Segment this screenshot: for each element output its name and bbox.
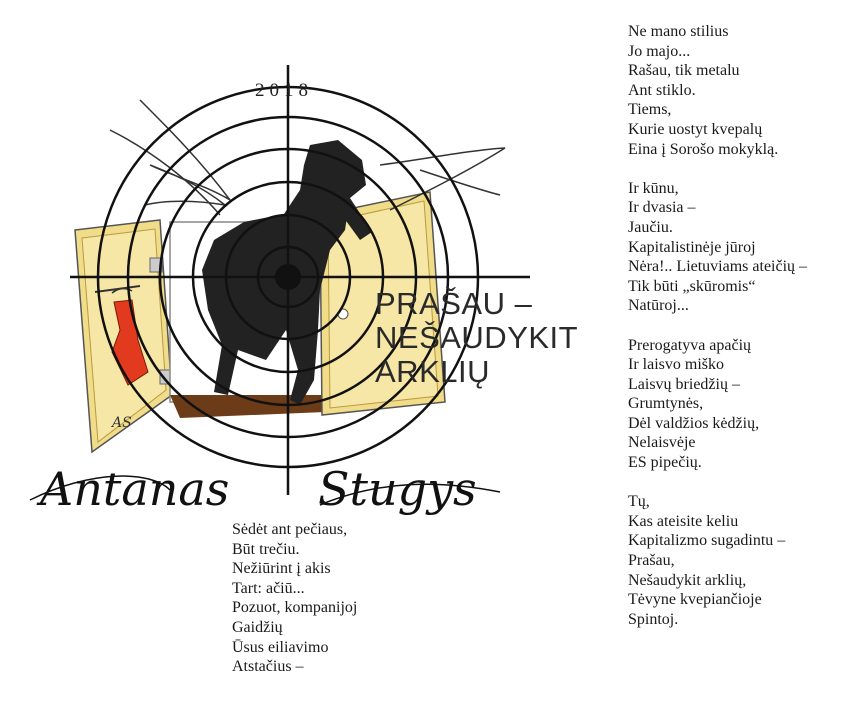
poem-line: Kapitalizmo sugadintu – bbox=[628, 532, 786, 550]
poem-line: ES pipečių. bbox=[628, 454, 702, 472]
poem-right: Ne mano stilius Jo majo... Rašau, tik me… bbox=[628, 22, 807, 629]
poem-line: Sėdėt ant pečiaus, bbox=[232, 521, 348, 538]
cover-title: PRAŠAU – NEŠAUDYKIT ARKLIŲ bbox=[375, 287, 578, 389]
poem-line: Pozuot, kompanijoj bbox=[232, 599, 358, 617]
wings bbox=[109, 99, 506, 216]
poem-line: Ir kūnu, bbox=[628, 179, 679, 197]
poem-line: Gaidžių bbox=[232, 618, 283, 636]
poem-line: Ne mano stilius bbox=[628, 23, 729, 40]
poem-line: Nelaisvėje bbox=[628, 434, 696, 452]
poem-line: Tik būti „skūromis“ bbox=[628, 277, 756, 295]
poem-line: Nėra!.. Lietuviams ateičių – bbox=[628, 258, 808, 276]
poem-line: Ir laisvo miško bbox=[628, 356, 724, 374]
poem-line: Tų, bbox=[628, 493, 650, 511]
poem-line: Nešaudykit arklių, bbox=[628, 571, 747, 589]
poem-line: Atstačius – bbox=[232, 658, 304, 676]
poem-stanza-2: Ir kūnu, Ir dvasia – Jaučiu. Kapitalisti… bbox=[628, 179, 807, 316]
poem-line: Eina į Sorošo mokyklą. bbox=[628, 140, 779, 158]
red-dress-icon bbox=[94, 285, 149, 386]
signature-swash bbox=[29, 475, 501, 506]
cover-year: 2018 bbox=[255, 80, 313, 101]
poem-line: Nežiūrint į akis bbox=[232, 560, 331, 578]
poem-line: Kas ateisite keliu bbox=[628, 512, 739, 530]
poem-line: Tiems, bbox=[628, 101, 672, 119]
poem-line: Prerogatyva apačių bbox=[628, 336, 752, 354]
poem-line: Ūsus eiliavimo bbox=[232, 638, 329, 656]
author-first-name: Antanas bbox=[40, 462, 230, 516]
crosshair-target-icon bbox=[70, 65, 530, 495]
poem-line: Tėvyne kvepiančioje bbox=[628, 591, 762, 609]
poem-line: Dėl valdžios kėdžių, bbox=[628, 414, 760, 432]
poem-line: Jaučiu. bbox=[628, 218, 673, 236]
poem-stanza-1: Ne mano stilius Jo majo... Rašau, tik me… bbox=[628, 22, 807, 159]
poem-stanza-3: Prerogatyva apačių Ir laisvo miško Laisv… bbox=[628, 336, 807, 473]
poem-line: Prašau, bbox=[628, 552, 675, 570]
poem-line: Tart: ačiū... bbox=[232, 579, 305, 597]
cover-illustration bbox=[29, 65, 530, 506]
cover-title-line-2: NEŠAUDYKIT bbox=[375, 320, 579, 355]
poem-line: Jo majo... bbox=[628, 42, 691, 60]
poem-line: Ir dvasia – bbox=[628, 199, 696, 217]
cover-title-line-1: PRAŠAU – bbox=[375, 286, 533, 321]
poem-line: Kapitalistinėje jūroj bbox=[628, 238, 756, 256]
poem-stanza-4: Tų, Kas ateisite keliu Kapitalizmo sugad… bbox=[628, 492, 807, 629]
poem-line: Grumtynės, bbox=[628, 395, 704, 413]
poem-line: Būt trečiu. bbox=[232, 540, 300, 558]
cover-title-line-3: ARKLIŲ bbox=[375, 354, 490, 389]
poem-line: Rašau, tik metalu bbox=[628, 62, 740, 80]
poem-bottom: Sėdėt ant pečiaus, Būt trečiu. Nežiūrint… bbox=[232, 520, 357, 677]
cover-initials: AS bbox=[112, 415, 132, 431]
poem-line: Kurie uostyt kvepalų bbox=[628, 120, 763, 138]
poem-line: Natūroj... bbox=[628, 297, 689, 315]
poem-line: Spintoj. bbox=[628, 610, 679, 628]
author-last-name: Stugys bbox=[318, 462, 477, 516]
poem-line: Laisvų briedžių – bbox=[628, 375, 740, 393]
poem-line: Ant stiklo. bbox=[628, 81, 696, 99]
